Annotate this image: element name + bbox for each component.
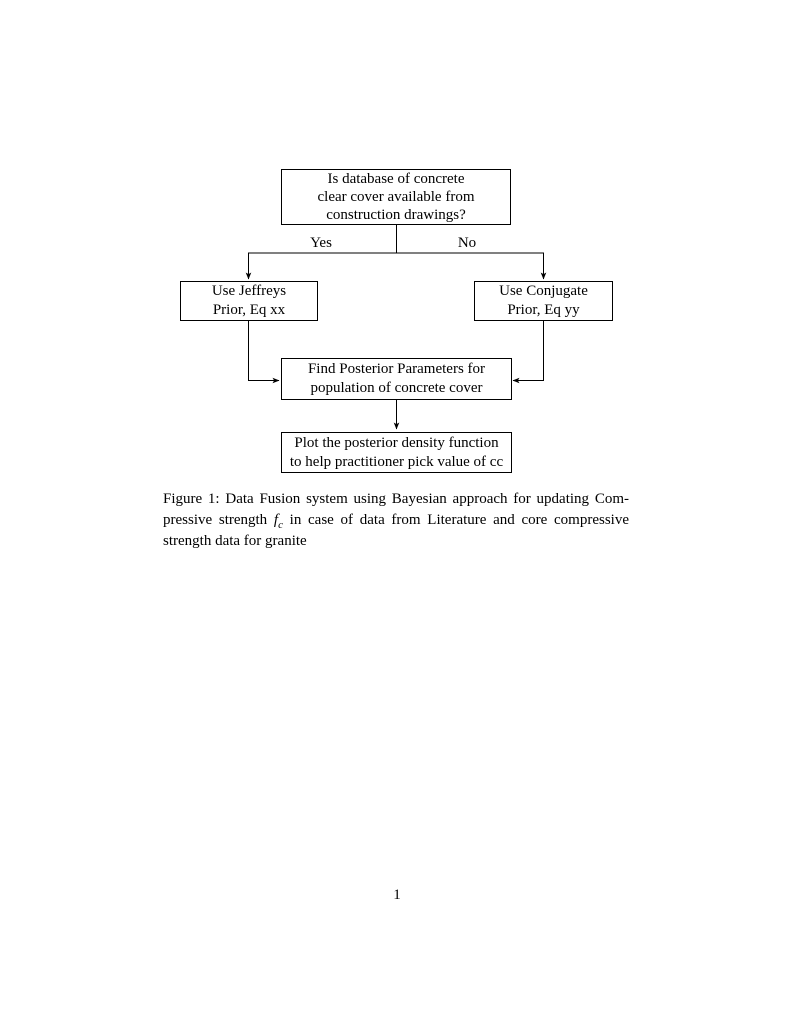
jeffreys-prior-box: Use Jeffreys Prior, Eq xx — [180, 281, 318, 321]
caption-line-3: strength data for granite — [163, 533, 307, 549]
decision-box-line: Is database of concrete — [327, 171, 465, 187]
yes-branch-label: Yes — [310, 235, 332, 251]
plot-density-box: Plot the posterior density function to h… — [281, 432, 512, 473]
connector-conjugate-to-posterior — [512, 321, 544, 384]
figure-caption: Figure 1: Data Fusion system using Bayes… — [163, 489, 629, 552]
fc-math-symbol: f — [273, 512, 279, 528]
plot-density-line: to help practitioner pick value of cc — [289, 453, 504, 470]
page-number: 1 — [393, 887, 401, 903]
caption-line-2-post: in case of data from Literature and core… — [282, 512, 629, 528]
decision-box-line: clear cover available from — [317, 189, 475, 205]
plot-density-line: Plot the posterior density function — [294, 434, 499, 451]
no-branch-label: No — [457, 235, 477, 251]
caption-line-2: pressive strength fc in case of data fro… — [163, 510, 629, 531]
fc-math-subscript: c — [278, 519, 283, 531]
posterior-parameters-line: population of concrete cover — [310, 380, 483, 396]
decision-box-line: construction drawings? — [326, 207, 466, 223]
conjugate-prior-box: Use Conjugate Prior, Eq yy — [474, 281, 613, 321]
caption-line-1: Figure 1: Data Fusion system using Bayes… — [163, 491, 629, 507]
posterior-parameters-line: Find Posterior Parameters for — [307, 361, 486, 377]
caption-line-2-pre: pressive strength — [163, 512, 274, 528]
jeffreys-prior-line: Use Jeffreys — [211, 283, 287, 299]
decision-box: Is database of concrete clear cover avai… — [281, 169, 511, 225]
conjugate-prior-line: Use Conjugate — [499, 283, 588, 299]
conjugate-prior-line: Prior, Eq yy — [507, 302, 580, 318]
connector-jeffreys-to-posterior — [248, 321, 280, 384]
posterior-parameters-box: Find Posterior Parameters for population… — [281, 358, 512, 400]
jeffreys-prior-line: Prior, Eq xx — [212, 302, 286, 318]
